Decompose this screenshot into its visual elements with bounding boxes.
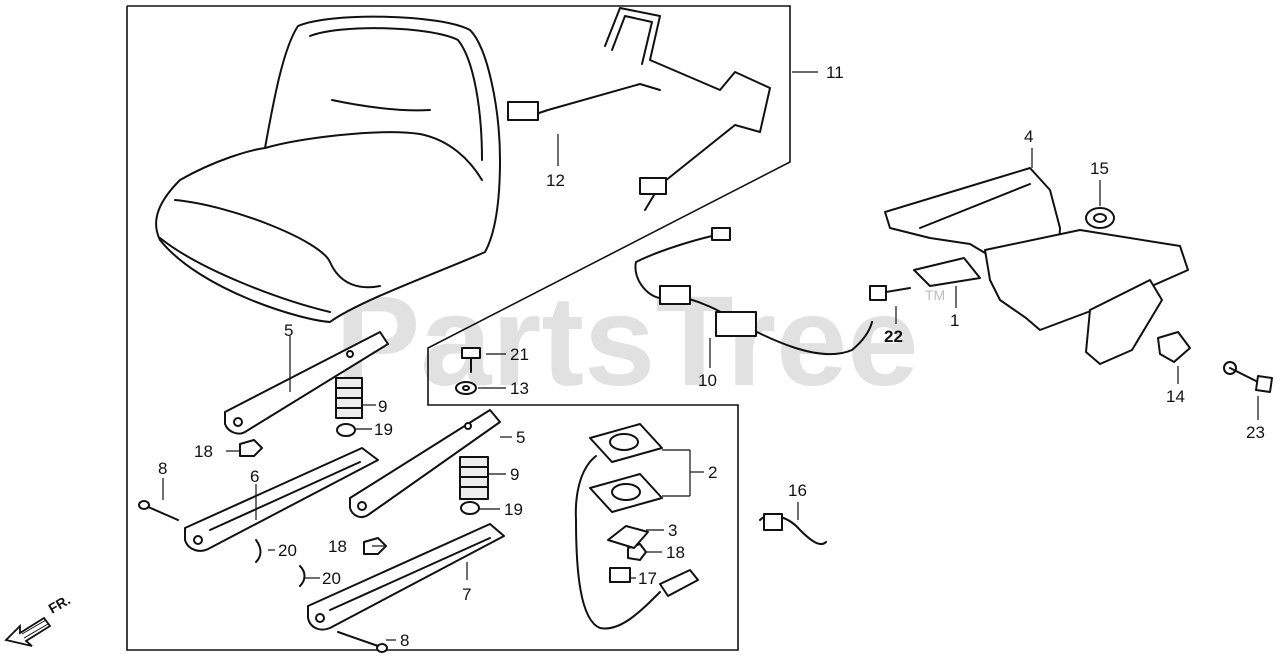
part-8-bolt-upper[interactable] — [138, 500, 179, 521]
callout-22: 22 — [884, 327, 903, 346]
callout-17: 17 — [638, 569, 657, 588]
part-14-clip[interactable] — [1157, 331, 1191, 363]
part-5-middle-seat-rail[interactable] — [349, 409, 501, 518]
callout-14: 14 — [1166, 387, 1185, 406]
callout-21: 21 — [510, 345, 529, 364]
part-5-upper-seat-rail[interactable] — [224, 331, 389, 435]
callout-15: 15 — [1090, 159, 1109, 178]
callout-18-a: 18 — [194, 442, 213, 461]
arrow-icon — [4, 616, 52, 647]
part-9-spring-upper[interactable] — [335, 377, 363, 419]
watermark-text: PartsTree — [335, 270, 919, 413]
part-21-bolt[interactable] — [461, 347, 481, 373]
callout-7: 7 — [462, 585, 471, 604]
callout-12: 12 — [546, 171, 565, 190]
part-3-clamp[interactable] — [607, 525, 649, 549]
callout-13: 13 — [510, 379, 529, 398]
part-15-clip[interactable] — [1085, 207, 1115, 229]
callout-19-upper: 19 — [374, 420, 393, 439]
part-20-clip-b[interactable] — [299, 565, 306, 587]
callout-20-b: 20 — [322, 569, 341, 588]
part-8-bolt-lower[interactable] — [337, 631, 388, 653]
callout-8-lower: 8 — [400, 631, 409, 650]
callout-8-upper: 8 — [158, 459, 167, 478]
callout-16: 16 — [788, 481, 807, 500]
callout-23: 23 — [1246, 423, 1265, 442]
assembly-group-frame — [126, 5, 791, 651]
callout-3: 3 — [668, 521, 677, 540]
watermark-trademark: TM — [925, 287, 945, 303]
callout-9-upper: 9 — [378, 397, 387, 416]
part-23-bolt[interactable] — [1223, 361, 1273, 393]
callout-18-b: 18 — [328, 537, 347, 556]
callout-20-a: 20 — [278, 541, 297, 560]
callout-6: 6 — [250, 467, 259, 486]
part-22-bolt[interactable] — [869, 285, 911, 301]
callout-1: 1 — [950, 311, 959, 330]
callout-2: 2 — [708, 463, 717, 482]
callout-19-lower: 19 — [504, 500, 523, 519]
part-19-nut-lower[interactable] — [460, 501, 480, 515]
part-17-clip[interactable] — [609, 567, 631, 583]
callout-4: 4 — [1024, 127, 1033, 146]
callout-5-upper: 5 — [284, 321, 293, 340]
part-2-seat-switch[interactable] — [574, 423, 699, 630]
part-10-wire-harness[interactable] — [634, 227, 873, 356]
part-18-nut-a[interactable] — [239, 439, 263, 457]
seat-shell[interactable] — [155, 15, 501, 323]
part-1-seat-frame[interactable] — [913, 229, 1189, 365]
part-19-nut-upper[interactable] — [336, 423, 356, 437]
part-16-cable-clamp[interactable] — [759, 513, 827, 546]
part-12-seat-wire-frame[interactable] — [507, 7, 771, 211]
part-6-seat-slide-rail[interactable] — [184, 447, 379, 552]
leader-lines — [162, 71, 1259, 641]
part-20-clip-a[interactable] — [255, 539, 262, 563]
front-direction-marker: FR. — [4, 591, 74, 647]
callout-5-middle: 5 — [516, 428, 525, 447]
callout-18-c: 18 — [666, 543, 685, 562]
part-9-spring-lower[interactable] — [459, 456, 489, 500]
callout-9-lower: 9 — [510, 465, 519, 484]
part-7-seat-slide-rail[interactable] — [307, 523, 505, 631]
front-direction-label: FR. — [46, 591, 74, 616]
callout-10: 10 — [698, 371, 717, 390]
callout-11: 11 — [826, 63, 844, 82]
part-13-washer[interactable] — [455, 381, 477, 395]
